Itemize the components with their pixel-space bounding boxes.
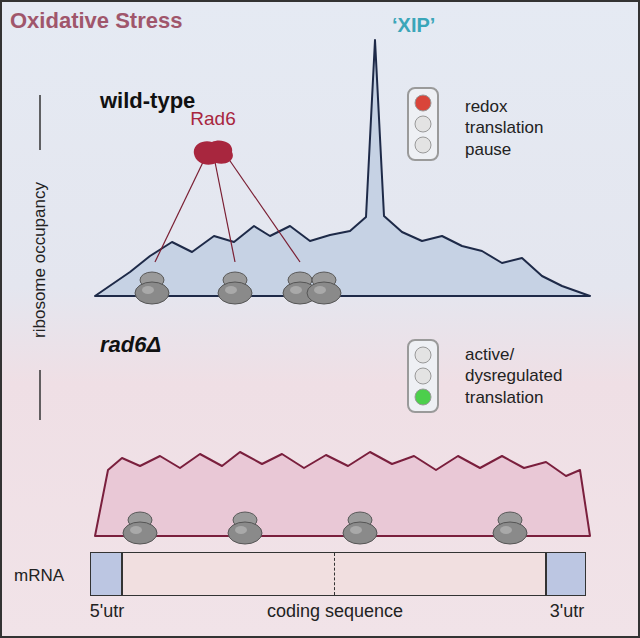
node-label: Rad6 [190, 108, 235, 130]
node-label: 3'utr [550, 601, 584, 622]
light-red [415, 95, 431, 111]
blob-outline [194, 140, 233, 164]
protein-blob: Rad6 [190, 138, 236, 166]
condition-label: wild-type [100, 88, 195, 114]
traffic-light [408, 88, 438, 160]
link-line [215, 162, 235, 262]
axis-line [39, 370, 41, 420]
link-line [155, 158, 205, 262]
utr-box: 3'utr [546, 552, 586, 596]
ribosome [228, 512, 262, 544]
light-off [415, 116, 431, 132]
blob-shape [190, 138, 236, 166]
occupancy-profile [95, 40, 590, 296]
dashed-mark [334, 553, 335, 595]
note: active/ dysregulated translation [465, 344, 595, 408]
cds-box: coding sequence [122, 552, 546, 596]
condition-label: rad6Δ [100, 332, 161, 358]
axis-label: ribosome occupancy [30, 182, 50, 338]
link-line [228, 158, 300, 262]
ribosome [135, 272, 169, 304]
light-green [415, 389, 431, 405]
light-off [415, 137, 431, 153]
node-label: 5'utr [90, 601, 124, 622]
title: Oxidative Stress [10, 8, 182, 34]
light-off [415, 368, 431, 384]
ribosome [123, 512, 157, 544]
ribosome [343, 512, 377, 544]
note: redox translation pause [465, 96, 585, 160]
peak-label: ‘XIP’ [392, 14, 435, 37]
utr-box: 5'utr [90, 552, 122, 596]
traffic-light [408, 340, 438, 412]
ribosome [307, 272, 341, 304]
molecule-label: mRNA [14, 566, 64, 586]
ribosome [218, 272, 252, 304]
axis-line [39, 95, 41, 150]
node-label: coding sequence [267, 601, 403, 622]
light-off [415, 347, 431, 363]
ribosome [493, 512, 527, 544]
